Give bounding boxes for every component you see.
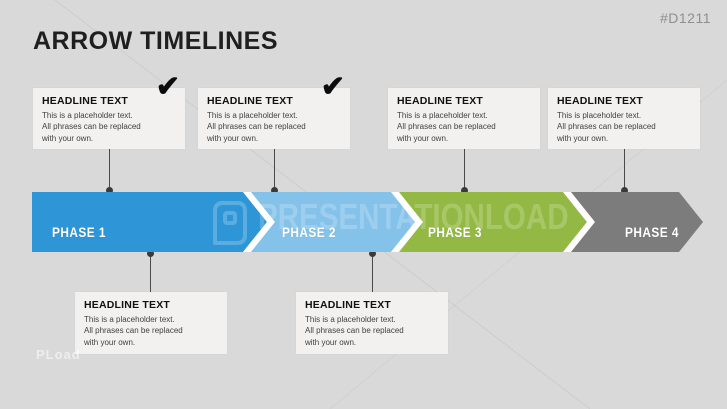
phase-4-arrow[interactable] [571, 192, 703, 252]
template-code: #D1211 [659, 10, 711, 26]
timeline-arrow-band [32, 192, 703, 252]
card-body: This is a placeholder text. All phrases … [207, 111, 306, 143]
card-top-1[interactable]: ✔ HEADLINE TEXT This is a placeholder te… [33, 73, 185, 149]
connector-dot [369, 250, 376, 257]
card-headline: HEADLINE TEXT [207, 95, 294, 107]
connector-top-2 [274, 149, 275, 190]
card-top-3[interactable]: HEADLINE TEXT This is a placeholder text… [388, 88, 540, 149]
phase-4-label: PHASE 4 [625, 225, 679, 240]
connector-dot [271, 187, 278, 194]
card-top-2[interactable]: ✔ HEADLINE TEXT This is a placeholder te… [198, 73, 350, 149]
phase-1-label: PHASE 1 [52, 225, 106, 240]
card-headline: HEADLINE TEXT [557, 95, 644, 107]
card-top-4[interactable]: HEADLINE TEXT This is placeholder text. … [548, 88, 700, 149]
card-body: This is a placeholder text. All phrases … [42, 111, 141, 143]
phase-2-label: PHASE 2 [282, 225, 336, 240]
connector-dot [147, 250, 154, 257]
arrow-gap [391, 192, 423, 252]
card-bottom-2[interactable]: HEADLINE TEXT This is a placeholder text… [296, 292, 448, 354]
check-icon: ✔ [320, 71, 345, 103]
card-body: This is a placeholder text. All phrases … [84, 315, 183, 347]
card-headline: HEADLINE TEXT [42, 95, 129, 107]
connector-bottom-2 [372, 253, 373, 292]
phase-3-arrow[interactable] [399, 192, 587, 252]
connector-dot [461, 187, 468, 194]
phase-2-arrow[interactable] [251, 192, 415, 252]
card-body: This is placeholder text. All phrases ca… [557, 111, 656, 143]
card-bottom-1[interactable]: HEADLINE TEXT This is a placeholder text… [75, 292, 227, 354]
card-headline: HEADLINE TEXT [397, 95, 484, 107]
connector-top-4 [624, 149, 625, 190]
phase-1-arrow[interactable] [32, 192, 267, 252]
card-body: This is a placeholder text. All phrases … [305, 315, 404, 347]
phase-3-label: PHASE 3 [428, 225, 482, 240]
arrow-gap [243, 192, 275, 252]
card-headline: HEADLINE TEXT [305, 299, 392, 311]
connector-top-3 [464, 149, 465, 190]
card-headline: HEADLINE TEXT [84, 299, 171, 311]
page-title: ARROW TIMELINES [33, 27, 278, 55]
arrow-gap [563, 192, 595, 252]
check-icon: ✔ [155, 71, 180, 103]
card-body: This is a placeholder text. All phrases … [397, 111, 496, 143]
connector-top-1 [109, 149, 110, 190]
connector-bottom-1 [150, 253, 151, 292]
connector-dot [106, 187, 113, 194]
connector-dot [621, 187, 628, 194]
corner-watermark: PLoad [36, 347, 81, 362]
